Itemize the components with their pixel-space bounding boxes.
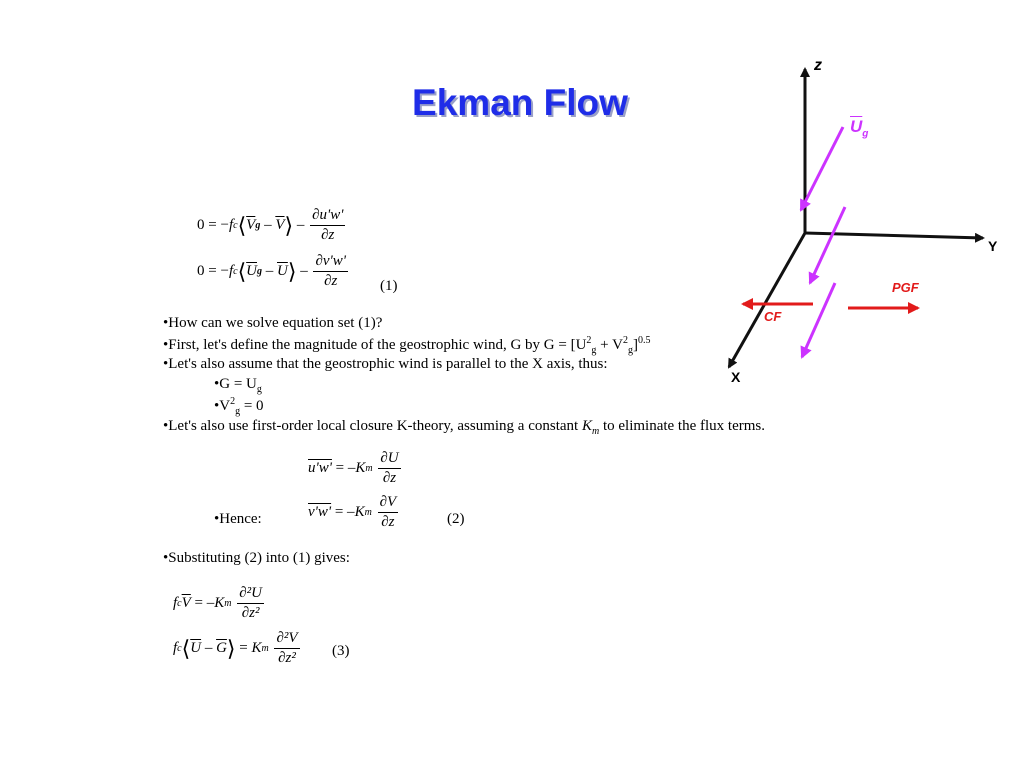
- slide-title: Ekman Flow: [412, 82, 628, 123]
- equation-1-number: (1): [380, 278, 398, 294]
- eq-uw: u'w': [308, 460, 332, 476]
- bullet-substituting: •Substituting (2) into (1) gives:: [163, 550, 350, 566]
- ug-arrow: [800, 282, 837, 359]
- eq-v: V: [275, 217, 285, 233]
- bullet-g-equals-ug: •G = Ug: [214, 376, 262, 395]
- eq-vg: V: [246, 217, 256, 233]
- eq-frac-d2v-dz2: ∂²V∂z²: [274, 630, 300, 666]
- z-axis-label: z: [814, 57, 822, 74]
- ekman-axes-diagram: [727, 67, 985, 369]
- eq-frac-vw: ∂v'w'∂z: [313, 253, 348, 289]
- y-axis: [804, 231, 985, 243]
- eq-fc-sub: c: [233, 266, 238, 277]
- equation-3-number: (3): [332, 643, 350, 659]
- bullet-k-theory: •Let's also use first-order local closur…: [163, 418, 765, 437]
- eq-frac-uw: ∂u'w'∂z: [310, 207, 346, 243]
- ug-label: Ug: [850, 117, 869, 140]
- y-axis-label: Y: [988, 238, 998, 254]
- eq-fc: f: [228, 217, 234, 233]
- eq-ug-sub: g: [257, 266, 262, 277]
- eq-vg-sub: g: [255, 220, 261, 231]
- eq-minus: −: [220, 263, 229, 279]
- cf-label: CF: [764, 309, 782, 324]
- x-axis-label: X: [731, 369, 741, 385]
- eq-frac-du-dz: ∂U∂z: [378, 450, 401, 486]
- bullet-assume-parallel: •Let's also assume that the geostrophic …: [163, 356, 608, 372]
- eq-equals: =: [208, 263, 217, 279]
- pgf-label: PGF: [892, 280, 919, 295]
- ug-arrow: [799, 126, 845, 212]
- eq-fc: f: [228, 263, 234, 279]
- x-axis: [727, 232, 807, 369]
- bullet-vg-zero: •V2g = 0: [214, 396, 264, 417]
- eq-vw: v'w': [308, 504, 332, 520]
- eq-frac-dv-dz: ∂V∂z: [377, 494, 399, 530]
- eq-zero: 0: [197, 263, 205, 279]
- bullet-define-g: •First, let's define the magnitude of th…: [163, 335, 651, 356]
- eq-minus: −: [220, 217, 229, 233]
- eq-equals: =: [208, 217, 217, 233]
- bullet-question: •How can we solve equation set (1)?: [163, 315, 383, 331]
- eq-fc-sub: c: [233, 220, 238, 231]
- eq-ug: U: [246, 263, 257, 279]
- bullet-hence: •Hence:: [214, 511, 262, 527]
- equation-2-number: (2): [447, 511, 465, 527]
- ug-arrow: [808, 206, 847, 285]
- eq-u: U: [277, 263, 288, 279]
- eq-frac-d2u-dz2: ∂²U∂z²: [237, 585, 265, 621]
- eq-zero: 0: [197, 217, 205, 233]
